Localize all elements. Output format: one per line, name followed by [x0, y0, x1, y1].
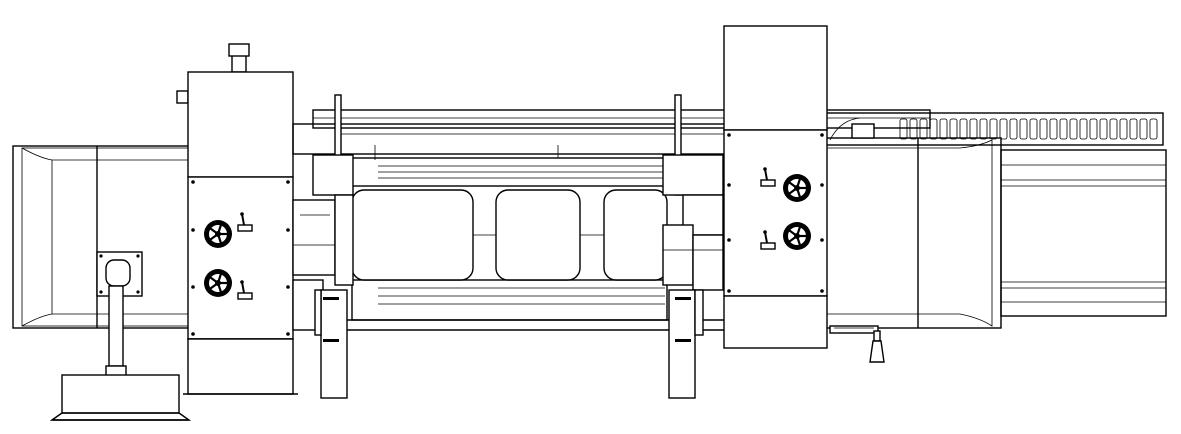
right-roller-bracket [662, 154, 724, 399]
chain-link [1009, 118, 1018, 140]
chain-link [919, 118, 928, 140]
chain-link [999, 118, 1008, 140]
chain-link [929, 118, 938, 140]
chain-link [969, 118, 978, 140]
handwheel [783, 222, 811, 250]
chain-link [1019, 118, 1028, 140]
handwheel [204, 269, 232, 297]
chain-link [1049, 118, 1058, 140]
chain-link [1129, 118, 1138, 140]
handwheel [204, 220, 232, 248]
chain-link [979, 118, 988, 140]
chain-link [1039, 118, 1048, 140]
chain-link [1069, 118, 1078, 140]
chain-link [939, 118, 948, 140]
chain-link [1089, 118, 1098, 140]
chain-link [1099, 118, 1108, 140]
left-control-housing [176, 43, 298, 395]
chain-link [989, 118, 998, 140]
chain-link [1139, 118, 1148, 140]
right-end-frame [825, 137, 1167, 329]
toggle-switch [237, 212, 253, 232]
right-control-housing [723, 25, 828, 349]
toggle-switch [760, 167, 776, 187]
chain-link [909, 118, 918, 140]
toggle-switch [237, 280, 253, 300]
toggle-switch [760, 230, 776, 250]
chain-link [1119, 118, 1128, 140]
chain-link [959, 118, 968, 140]
chain-link [899, 118, 908, 140]
chain-link [1059, 118, 1068, 140]
chain-link [949, 118, 958, 140]
left-roller-bracket [292, 154, 354, 399]
left-end-frame [12, 145, 193, 329]
left-support-stand [49, 251, 192, 421]
chain-link [1029, 118, 1038, 140]
hand-crank [829, 325, 885, 363]
handwheel [783, 174, 811, 202]
chain-link [1109, 118, 1118, 140]
chain-link [1149, 118, 1158, 140]
chain-link [1079, 118, 1088, 140]
center-roller-carriage [292, 94, 931, 331]
